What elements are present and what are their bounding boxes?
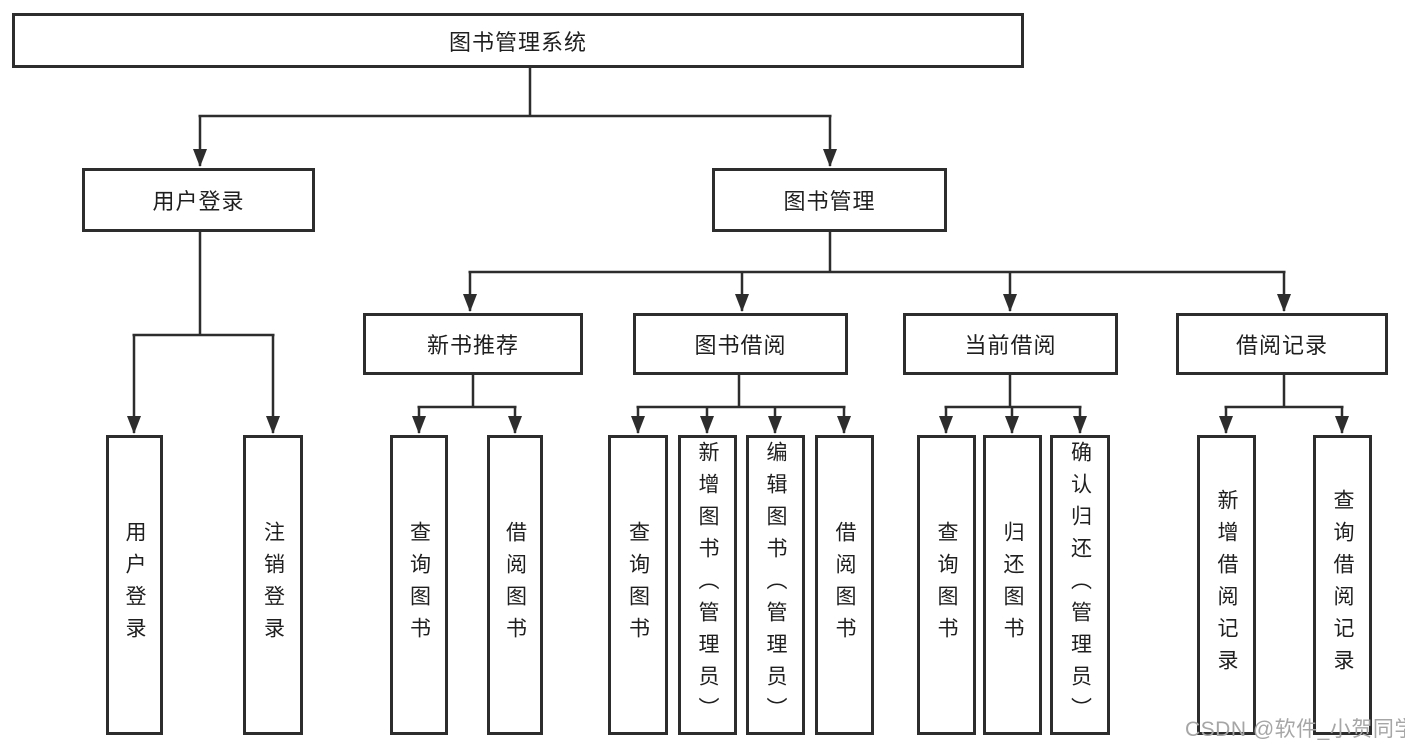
node-user-login-label: 用户登录 bbox=[152, 189, 245, 214]
node-book-borrowing-label: 图书借阅 bbox=[694, 333, 787, 358]
leaf-current-confirm-return-admin-label: 确认归还（管理员） bbox=[1068, 441, 1092, 729]
node-new-book-recommend: 新书推荐 bbox=[363, 313, 583, 375]
connector-bus bbox=[132, 68, 1344, 409]
leaf-records-query-record-label: 查询借阅记录 bbox=[1331, 489, 1354, 681]
node-root-label: 图书管理系统 bbox=[448, 29, 587, 55]
leaf-records-add-record: 新增借阅记录 bbox=[1197, 435, 1256, 735]
leaf-logout: 注销登录 bbox=[243, 435, 303, 735]
leaf-current-return-books-label: 归还图书 bbox=[1001, 521, 1024, 649]
node-new-book-recommend-label: 新书推荐 bbox=[426, 333, 519, 358]
node-borrowing-records: 借阅记录 bbox=[1176, 313, 1388, 375]
leaf-recommend-query-books-label: 查询图书 bbox=[407, 521, 431, 649]
leaf-borrowing-edit-books-admin-label: 编辑图书（管理员） bbox=[764, 441, 787, 729]
leaf-current-return-books: 归还图书 bbox=[983, 435, 1042, 735]
leaf-borrowing-edit-books-admin: 编辑图书（管理员） bbox=[746, 435, 805, 735]
leaf-borrowing-query-books: 查询图书 bbox=[608, 435, 668, 735]
node-book-borrowing: 图书借阅 bbox=[633, 313, 848, 375]
leaf-recommend-query-books: 查询图书 bbox=[390, 435, 448, 735]
leaf-current-query-books: 查询图书 bbox=[917, 435, 976, 735]
node-current-borrowing-label: 当前借阅 bbox=[964, 333, 1057, 358]
leaf-borrowing-add-books-admin: 新增图书（管理员） bbox=[678, 435, 737, 735]
leaf-logout-label: 注销登录 bbox=[261, 521, 285, 649]
node-borrowing-records-label: 借阅记录 bbox=[1235, 333, 1328, 358]
node-book-management: 图书管理 bbox=[712, 168, 947, 232]
leaf-recommend-borrow-books-label: 借阅图书 bbox=[503, 521, 527, 649]
node-book-management-label: 图书管理 bbox=[783, 189, 876, 214]
leaf-borrowing-borrow-books-label: 借阅图书 bbox=[833, 521, 856, 649]
node-root: 图书管理系统 bbox=[12, 13, 1024, 68]
leaf-user-login-label: 用户登录 bbox=[123, 521, 146, 649]
leaf-current-query-books-label: 查询图书 bbox=[935, 521, 958, 649]
node-user-login: 用户登录 bbox=[82, 168, 315, 232]
leaf-borrowing-query-books-label: 查询图书 bbox=[626, 521, 650, 649]
leaf-borrowing-add-books-admin-label: 新增图书（管理员） bbox=[696, 441, 719, 729]
watermark: CSDN @软件_小贺同学 bbox=[1185, 718, 1405, 741]
leaf-recommend-borrow-books: 借阅图书 bbox=[487, 435, 543, 735]
leaf-current-confirm-return-admin: 确认归还（管理员） bbox=[1050, 435, 1110, 735]
leaf-records-query-record: 查询借阅记录 bbox=[1313, 435, 1372, 735]
leaf-user-login: 用户登录 bbox=[106, 435, 163, 735]
node-current-borrowing: 当前借阅 bbox=[903, 313, 1118, 375]
leaf-records-add-record-label: 新增借阅记录 bbox=[1215, 489, 1238, 681]
leaf-borrowing-borrow-books: 借阅图书 bbox=[815, 435, 874, 735]
